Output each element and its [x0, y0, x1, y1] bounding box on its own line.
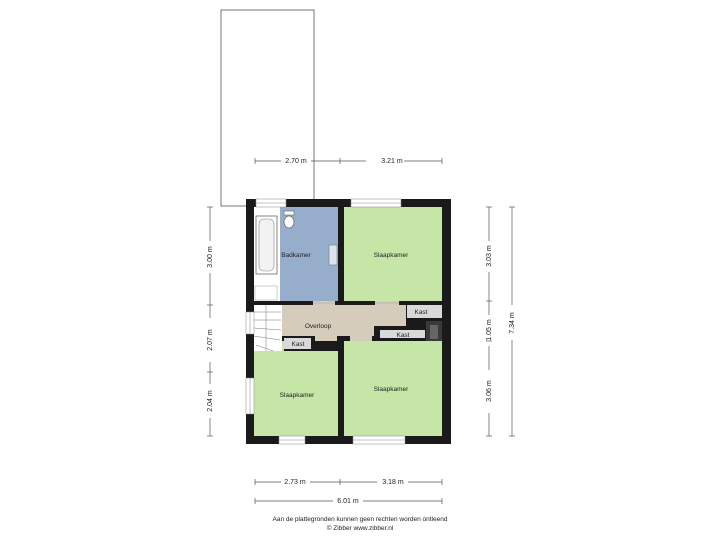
dimension-top: 2.70 m 3.21 m [254, 158, 443, 165]
closet-left [284, 338, 311, 349]
closet-right-lower [380, 330, 425, 338]
dimension-bottom: 2.73 m 3.18 m 6.01 m [254, 479, 443, 505]
room-label-bedroom-top-right: Slaapkamer [374, 252, 410, 259]
sink-icon [328, 244, 338, 266]
doors [313, 301, 399, 341]
windows [245, 198, 406, 445]
room-label-landing: Overloop [305, 323, 332, 330]
dimension-left: 3.00 m 2.07 m 2.04 m [207, 206, 214, 437]
room-label-closet-right-lower: Kast [396, 332, 409, 339]
dim-label-right-top: 3.03 m [486, 245, 493, 267]
landing-floor-ext [374, 305, 406, 326]
dim-label-bottom-left: 2.73 m [284, 479, 306, 486]
bedroom-top-right [344, 207, 442, 301]
shaft-inner [430, 325, 438, 339]
dim-label-top-left: 2.70 m [285, 158, 307, 165]
dim-label-right-total: 7.34 m [509, 312, 516, 334]
bedroom-bottom-left [254, 351, 338, 436]
closet-right [407, 305, 442, 318]
bedroom-bottom-right [344, 341, 442, 436]
dim-label-left-top: 3.00 m [207, 246, 214, 268]
toilet-icon [283, 215, 295, 229]
dim-label-bottom-right: 3.18 m [382, 479, 404, 486]
bathtub-basin [258, 218, 275, 272]
room-label-bedroom-bottom-right: Slaapkamer [374, 386, 410, 393]
roof-outline [220, 9, 315, 207]
dim-label-right-bottom: 3.06 m [486, 380, 493, 402]
dim-label-top-right: 3.21 m [381, 158, 403, 165]
shower-area [254, 285, 278, 301]
toilet-tank [283, 210, 295, 216]
dim-label-bottom-total: 6.01 m [337, 498, 359, 505]
room-label-closet-left: Kast [291, 341, 304, 348]
dim-label-left-bottom: 2.04 m [207, 390, 214, 412]
dimension-right: 3.03 m 1.05 m 3.06 m 7.34 m [486, 206, 516, 437]
landing-floor [282, 305, 374, 336]
copyright-text: © Zibber www.zibber.nl [326, 525, 394, 532]
room-label-bedroom-bottom-left: Slaapkamer [280, 392, 316, 399]
room-label-closet-right: Kast [414, 309, 427, 316]
dim-label-right-middle: 1.05 m [486, 319, 493, 341]
dim-label-left-middle: 2.07 m [207, 329, 214, 351]
room-label-bathroom: Badkamer [281, 252, 311, 259]
disclaimer-text: Aan de plattegronden kunnen geen rechten… [272, 516, 448, 523]
bedroom-bottom-left-notch [282, 341, 284, 351]
